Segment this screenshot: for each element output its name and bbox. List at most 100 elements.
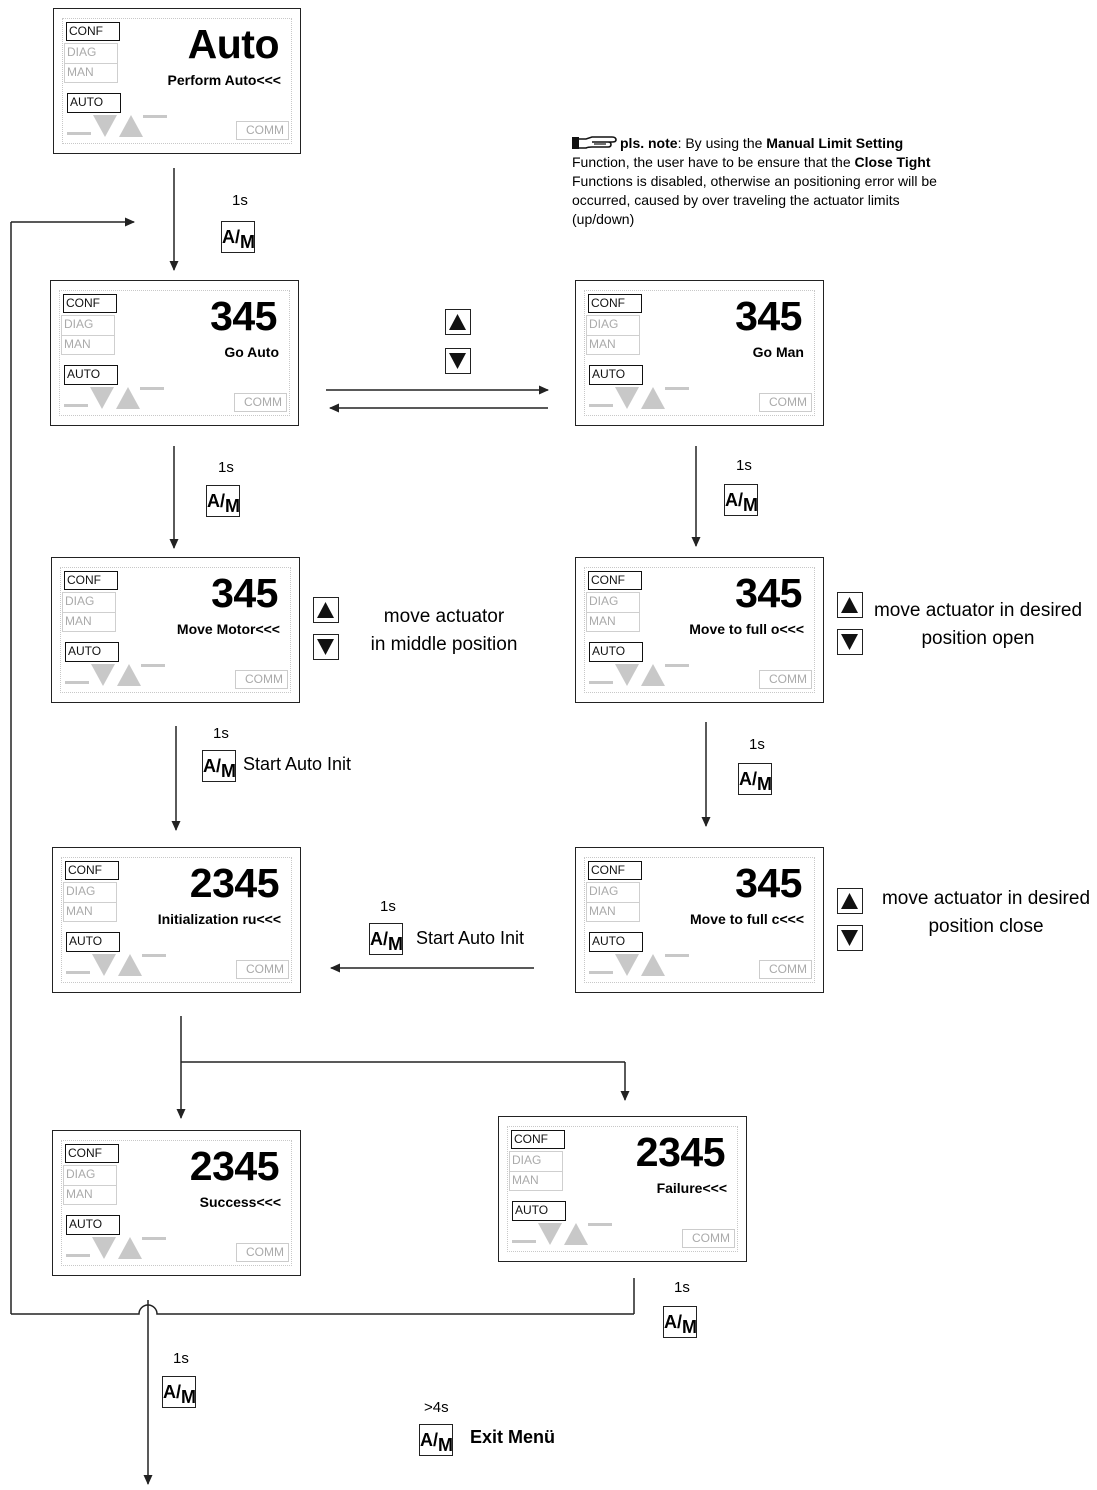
move-middle-description: move actuator in middle position xyxy=(370,603,518,659)
down-key-icon xyxy=(837,925,863,951)
status-indicator-icon xyxy=(589,387,689,409)
diag-label: DIAG xyxy=(64,43,118,63)
auto-label: AUTO xyxy=(67,93,121,113)
conf-label: CONF xyxy=(66,22,120,41)
panel-move-full-open: CONF DIAG MAN AUTO 345 Move to full o<<<… xyxy=(575,557,824,703)
display-value: 345 xyxy=(735,293,802,339)
auto-label: AUTO xyxy=(66,1215,120,1235)
diag-label: DIAG xyxy=(63,882,117,902)
conf-label: CONF xyxy=(588,861,642,880)
display-value: 2345 xyxy=(189,860,280,906)
timing-long-press: >4s xyxy=(424,1399,449,1416)
timing-1s: 1s xyxy=(749,736,765,753)
desc-line: in middle position xyxy=(370,634,518,655)
comm-label: COMM xyxy=(236,121,289,140)
status-indicator-icon xyxy=(589,954,689,976)
man-label: MAN xyxy=(509,1171,563,1191)
display-message: Go Man xyxy=(752,344,804,360)
panel-success: CONF DIAG MAN AUTO 2345 Success<<< COMM xyxy=(52,1130,301,1276)
comm-label: COMM xyxy=(759,393,812,412)
comm-label: COMM xyxy=(236,960,289,979)
down-key-icon xyxy=(837,629,863,655)
diag-label: DIAG xyxy=(586,882,640,902)
desc-line: move actuator xyxy=(383,606,505,627)
conf-label: CONF xyxy=(63,294,117,313)
diag-label: DIAG xyxy=(586,592,640,612)
down-key-icon xyxy=(313,634,339,660)
status-indicator-icon xyxy=(589,664,689,686)
am-key-icon: A/M xyxy=(419,1424,453,1456)
timing-1s: 1s xyxy=(674,1279,690,1296)
diag-label: DIAG xyxy=(509,1151,563,1171)
diag-label: DIAG xyxy=(62,592,116,612)
diag-label: DIAG xyxy=(586,315,640,335)
diag-label: DIAG xyxy=(61,315,115,335)
timing-1s: 1s xyxy=(380,898,396,915)
conf-label: CONF xyxy=(64,571,118,590)
note-text-2: Function, the user have to be ensure tha… xyxy=(572,154,855,170)
up-key-icon xyxy=(837,592,863,618)
desc-line: move actuator in desired xyxy=(881,888,1091,909)
desc-line: move actuator in desired xyxy=(873,600,1083,621)
up-key-icon xyxy=(837,888,863,914)
comm-label: COMM xyxy=(236,1243,289,1262)
note-bold-1: Manual Limit Setting xyxy=(766,135,904,151)
man-label: MAN xyxy=(586,902,640,922)
auto-label: AUTO xyxy=(64,365,118,385)
note-bold-2: Close Tight xyxy=(854,154,931,170)
panel-go-man: CONF DIAG MAN AUTO 345 Go Man COMM xyxy=(575,280,824,426)
display-value: 2345 xyxy=(189,1143,280,1189)
conf-label: CONF xyxy=(65,1144,119,1163)
conf-label: CONF xyxy=(588,294,642,313)
diag-label: DIAG xyxy=(63,1165,117,1185)
note-text-1: : By using the xyxy=(677,135,767,151)
status-indicator-icon xyxy=(66,1237,166,1259)
status-indicator-icon xyxy=(66,954,166,976)
display-value: 345 xyxy=(735,570,802,616)
move-open-description: move actuator in desired position open xyxy=(868,597,1088,653)
am-key-icon: A/M xyxy=(206,485,240,517)
am-key-icon: A/M xyxy=(724,484,758,516)
exit-menu-label: Exit Menü xyxy=(470,1427,556,1447)
conf-label: CONF xyxy=(65,861,119,880)
display-message: Perform Auto<<< xyxy=(167,72,281,88)
move-close-description: move actuator in desired position close xyxy=(876,885,1096,941)
panel-failure: CONF DIAG MAN AUTO 2345 Failure<<< COMM xyxy=(498,1116,747,1262)
man-label: MAN xyxy=(586,612,640,632)
desc-line: position close xyxy=(928,916,1044,937)
am-key-icon: A/M xyxy=(202,750,236,782)
man-label: MAN xyxy=(63,1185,117,1205)
desc-line: position open xyxy=(921,628,1035,649)
up-key-icon xyxy=(445,309,471,335)
display-value: 2345 xyxy=(635,1129,726,1175)
display-message: Move Motor<<< xyxy=(176,621,280,637)
pointing-hand-icon xyxy=(572,136,617,149)
status-indicator-icon xyxy=(67,115,167,137)
display-message: Go Auto xyxy=(224,344,279,360)
auto-label: AUTO xyxy=(512,1201,566,1221)
auto-label: AUTO xyxy=(589,932,643,952)
panel-move-full-close: CONF DIAG MAN AUTO 345 Move to full c<<<… xyxy=(575,847,824,993)
display-message: Success<<< xyxy=(199,1194,281,1210)
note-text-3: Functions is disabled, otherwise an posi… xyxy=(572,173,937,227)
display-value: 345 xyxy=(735,860,802,906)
comm-label: COMM xyxy=(234,393,287,412)
timing-1s: 1s xyxy=(218,459,234,476)
comm-label: COMM xyxy=(682,1229,735,1248)
panel-go-auto: CONF DIAG MAN AUTO 345 Go Auto COMM xyxy=(50,280,299,426)
status-indicator-icon xyxy=(64,387,164,409)
am-key-icon: A/M xyxy=(221,221,255,253)
display-message: Move to full o<<< xyxy=(689,621,804,637)
man-label: MAN xyxy=(586,335,640,355)
auto-label: AUTO xyxy=(589,365,643,385)
am-key-icon: A/M xyxy=(738,763,772,795)
timing-1s: 1s xyxy=(736,457,752,474)
panel-init-running: CONF DIAG MAN AUTO 2345 Initialization r… xyxy=(52,847,301,993)
timing-1s: 1s xyxy=(232,192,248,209)
down-key-icon xyxy=(445,348,471,374)
comm-label: COMM xyxy=(759,670,812,689)
display-value: 345 xyxy=(211,570,278,616)
note-lead: pls. note xyxy=(620,135,678,151)
up-key-icon xyxy=(313,597,339,623)
